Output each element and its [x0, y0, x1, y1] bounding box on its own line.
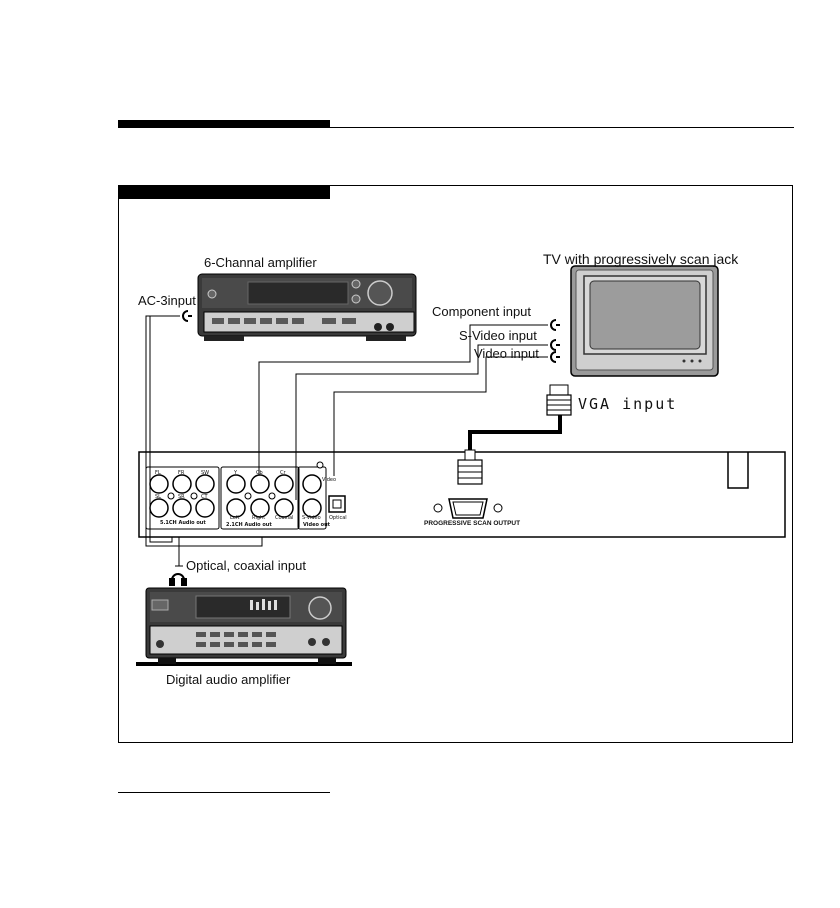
jack-label-cr: Cr [280, 470, 286, 476]
jack-label-sr: SR [178, 494, 185, 500]
jack-label-y: Y [234, 470, 238, 476]
progressive-output-label: PROGRESSIVE SCAN OUTPUT [424, 520, 521, 527]
jack-label-cb: Cb [256, 470, 263, 476]
jack-label-right: Right [252, 515, 266, 521]
video-label: Video input [474, 346, 539, 361]
frame-title-bar [118, 185, 330, 199]
ch21-out-label: 2.1CH Audio out [226, 522, 272, 528]
jack-label-coaxial: Coaxial [275, 515, 294, 521]
header-bar-thick [118, 120, 330, 128]
vga-plug-panel [457, 449, 483, 485]
jack-label-fl: FL [155, 470, 161, 476]
header-rule [118, 127, 794, 128]
footer-rule [118, 792, 330, 793]
jack-label-fr: FR [178, 470, 185, 476]
diagram-frame [118, 185, 793, 743]
jack-label-ct: CT [201, 494, 208, 500]
vga-label: VGA input [578, 395, 678, 413]
ch51-out-label: 5.1CH Audio out [160, 520, 206, 526]
ac3-plug [182, 310, 192, 322]
digital-audio-amplifier [136, 587, 352, 666]
jack-label-optical: Optical [329, 515, 347, 521]
jack-label-svideo: S-Video [302, 515, 321, 521]
svideo-label: S-Video input [459, 328, 537, 343]
jack-label-left: Left [230, 515, 240, 521]
jack-label-sw: SW [201, 470, 210, 476]
six-channel-amp-label: 6-Channal amplifier [204, 255, 317, 270]
digital-amp-label: Digital audio amplifier [166, 672, 291, 687]
optical-coaxial-label: Optical, coaxial input [186, 558, 306, 573]
vga-plug-tv [546, 384, 572, 416]
jack-label-video: Video [322, 477, 337, 483]
component-label: Component input [432, 304, 532, 319]
optical-plug [169, 573, 187, 586]
tv-set [570, 265, 719, 377]
tv-label: TV with progressively scan jack [543, 251, 739, 267]
connection-lines [145, 315, 548, 567]
ac3-label: AC-3input [138, 293, 196, 308]
jack-label-sl: SL [155, 494, 161, 500]
video-out-label: Video out [303, 522, 331, 528]
rca-plugs-tv [550, 319, 560, 363]
six-channel-amplifier [197, 273, 417, 341]
